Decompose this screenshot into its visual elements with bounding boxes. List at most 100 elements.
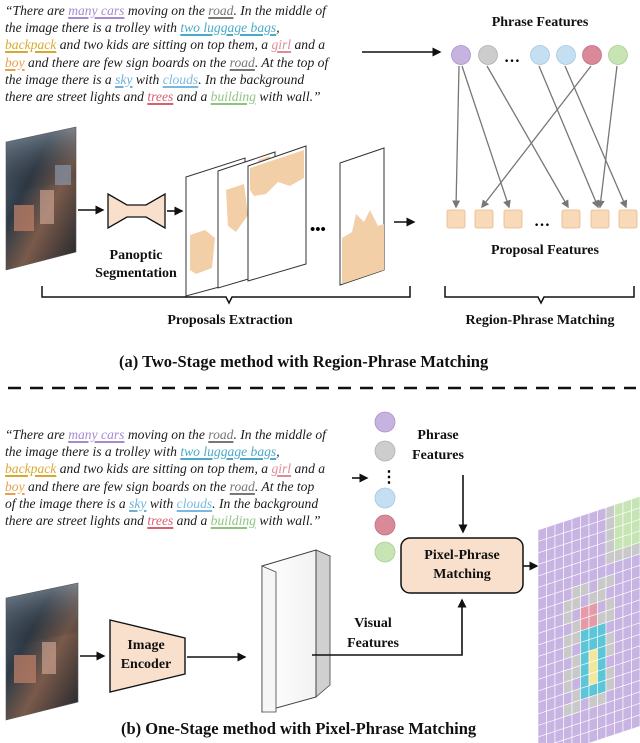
quote-line: backpack and two kids are sitting on top… xyxy=(5,36,347,53)
grid-cell xyxy=(537,733,547,743)
brace-region-phrase-matching xyxy=(444,286,635,305)
highlighted-phrase: backpack xyxy=(5,461,57,477)
visual-features-label: Visual Features xyxy=(333,614,413,654)
proposal-square-1 xyxy=(446,209,466,229)
quote-line: “There are many cars moving on the road.… xyxy=(5,426,347,443)
quote-text: with xyxy=(146,495,177,511)
quote-text: the image there is a trolley with xyxy=(5,444,181,460)
phrase-vdots-bottom: ⋮ xyxy=(381,469,397,486)
grid-cell xyxy=(614,720,624,736)
quote-line: there are street lights and trees and a … xyxy=(5,88,347,105)
quote-text: and a xyxy=(173,512,211,528)
phrase-circle-gray xyxy=(374,440,396,462)
grid-cell xyxy=(631,611,640,627)
image-encoder-label: Image Encoder xyxy=(107,636,185,674)
grid-cell xyxy=(631,576,640,592)
highlighted-phrase: many cars xyxy=(68,3,125,18)
phrase-features-label: Phrase Features xyxy=(491,15,589,30)
highlighted-phrase: road xyxy=(208,3,234,18)
visual-features-line2: Features xyxy=(347,636,399,651)
phrase-circle-pink xyxy=(374,514,396,536)
quote-text: . In the middle of xyxy=(233,3,326,18)
grid-cell xyxy=(631,714,640,730)
proposal-features xyxy=(446,209,638,229)
quote-text: and there are few sign boards on the xyxy=(24,54,230,70)
quote-line: “There are many cars moving on the road.… xyxy=(5,2,347,19)
phrase-circle-blue-2 xyxy=(556,45,576,65)
quote-line: backpack and two kids are sitting on top… xyxy=(5,460,347,477)
caption-one-stage: (b) One-Stage method with Pixel-Phrase M… xyxy=(121,719,477,738)
grid-cell xyxy=(631,588,640,604)
highlighted-phrase: road xyxy=(208,427,234,442)
highlighted-phrase: girl xyxy=(271,37,292,53)
quote-text: there are street lights and xyxy=(5,88,148,104)
quote-text: , xyxy=(276,20,280,36)
image-encoder-block xyxy=(109,619,186,693)
quote-text: and a xyxy=(291,37,326,53)
grid-cell xyxy=(631,691,640,707)
highlighted-phrase: building xyxy=(210,512,256,528)
grid-cell xyxy=(580,731,590,743)
highlighted-phrase: two luggage bags xyxy=(180,444,277,460)
proposal-masks xyxy=(185,145,385,297)
highlighted-phrase: many cars xyxy=(68,427,125,442)
quote-line: the image there is a trolley with two lu… xyxy=(5,443,347,460)
highlighted-phrase: boy xyxy=(5,478,25,494)
panoptic-label-line2: Segmentation xyxy=(95,266,177,281)
proposal-square-5 xyxy=(590,209,610,229)
grid-cell xyxy=(554,739,564,743)
quote-text: of the image there is a xyxy=(5,495,130,511)
visual-features-line1: Visual xyxy=(354,616,392,631)
quote-text: , xyxy=(276,444,280,460)
highlighted-phrase: sky xyxy=(115,71,133,87)
quote-text: . At the top xyxy=(254,478,315,494)
quote-line: boy and there are few sign boards on the… xyxy=(5,478,347,495)
matching-arrows xyxy=(452,65,628,209)
quote-line: the image there is a trolley with two lu… xyxy=(5,19,347,36)
grid-cell xyxy=(631,599,640,615)
phrase-circle-purple xyxy=(374,411,396,433)
grid-cell xyxy=(631,530,640,546)
quote-line: the image there is a sky with clouds. In… xyxy=(5,71,347,88)
grid-cell xyxy=(631,622,640,638)
quote-text: . At the top of xyxy=(254,54,329,70)
grid-cell xyxy=(631,703,640,719)
phrase-label-line2: Features xyxy=(412,448,464,463)
region-phrase-matching-label: Region-Phrase Matching xyxy=(465,313,615,328)
quote-text: and there are few sign boards on the xyxy=(24,478,230,494)
quote-text: with wall.” xyxy=(255,88,321,104)
highlighted-phrase: boy xyxy=(5,54,25,70)
features-to-matching-arrow xyxy=(312,598,467,656)
phrase-circle-green xyxy=(374,541,396,563)
grid-cell xyxy=(605,722,615,738)
proposal-features-label: Proposal Features xyxy=(491,243,599,258)
quote-text: . In the background xyxy=(212,495,319,511)
quote-text: “There are xyxy=(5,3,69,18)
grid-cell xyxy=(631,657,640,673)
proposal-square-6 xyxy=(618,209,638,229)
segmentation-output-grid xyxy=(537,496,640,743)
grid-cell xyxy=(631,680,640,696)
highlighted-phrase: building xyxy=(210,88,256,104)
match-arrow xyxy=(486,65,569,209)
grid-cell xyxy=(631,553,640,569)
panoptic-segmentation-network xyxy=(107,192,166,230)
highlighted-phrase: sky xyxy=(129,495,147,511)
panoptic-label-line1: Panoptic xyxy=(109,248,163,263)
grid-cell xyxy=(622,717,632,733)
proposal-mask-3 xyxy=(247,145,307,282)
mask-bullet-dots: ••• xyxy=(310,222,326,238)
panoptic-segmentation-label: Panoptic Segmentation xyxy=(86,247,186,283)
grid-cell xyxy=(597,725,607,741)
caption-two-stage: (a) Two-Stage method with Region-Phrase … xyxy=(119,352,489,371)
proposal-square-4 xyxy=(561,209,581,229)
quote-text: . In the background xyxy=(198,71,305,87)
quote-text: and a xyxy=(173,88,211,104)
pixel-phrase-line2: Matching xyxy=(433,567,491,582)
proposal-dots: … xyxy=(534,213,550,230)
phrase-circle-purple xyxy=(451,45,471,65)
phrase-circle-gray xyxy=(478,45,498,65)
highlighted-phrase: girl xyxy=(271,461,292,477)
grid-cell xyxy=(631,496,640,512)
quote-line: of the image there is a sky with clouds.… xyxy=(5,495,347,512)
